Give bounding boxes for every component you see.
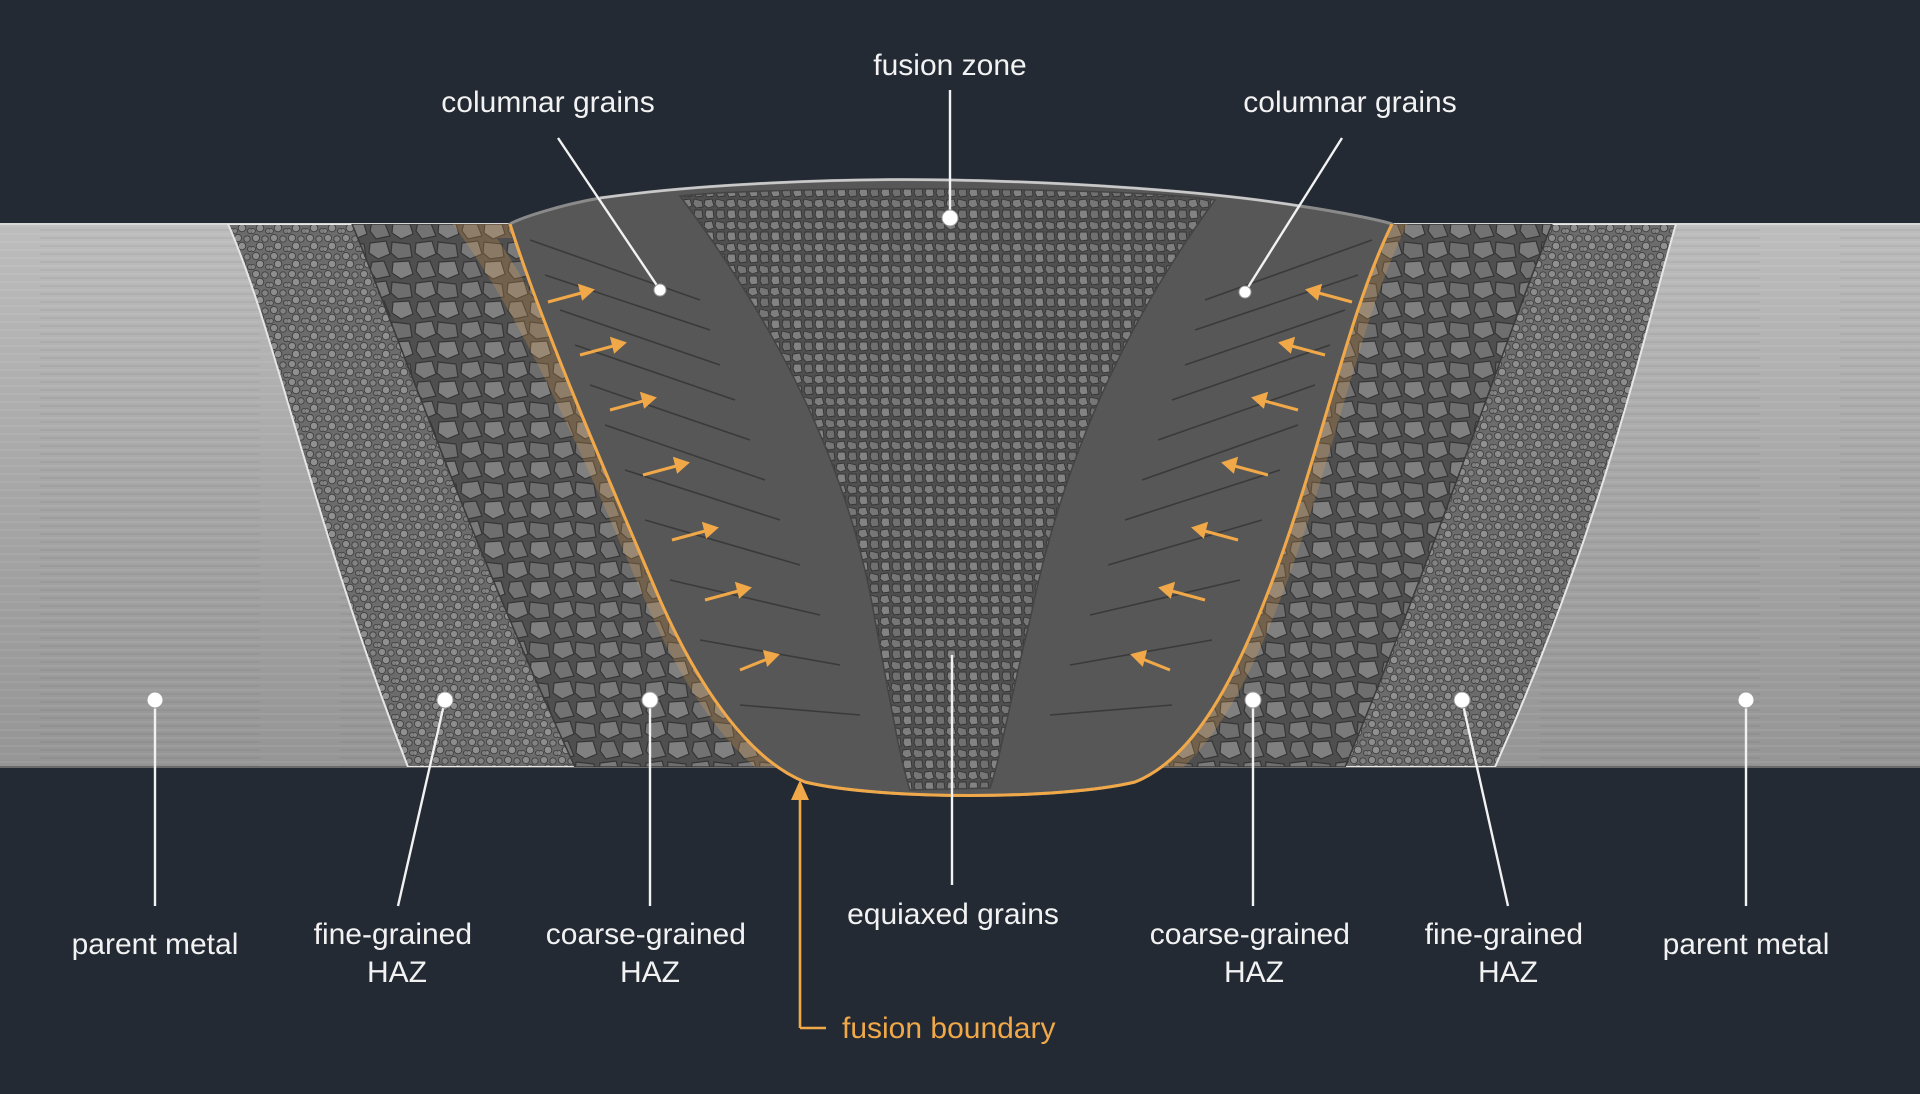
label-fusion-zone: fusion zone (873, 49, 1026, 82)
label-coarse-grained-haz-right: coarse-grained HAZ (1150, 918, 1358, 989)
grain-growth-arrows (547, 283, 1353, 672)
equiaxed-grains-region (678, 188, 1217, 791)
label-columnar-grains-right: columnar grains (1243, 86, 1456, 119)
label-columnar-grains-left: columnar grains (441, 86, 654, 119)
label-fusion-boundary: fusion boundary (842, 1012, 1056, 1045)
label-parent-metal-right: parent metal (1663, 928, 1830, 961)
label-coarse-grained-haz-left: coarse-grained HAZ (546, 918, 754, 989)
leader-lines (153, 90, 1748, 1030)
label-parent-metal-left: parent metal (72, 928, 239, 961)
label-fine-grained-haz-left: fine-grained HAZ (314, 918, 481, 989)
label-fine-grained-haz-right: fine-grained HAZ (1425, 918, 1592, 989)
marker-dots (146, 209, 1755, 709)
fusion-boundary-line (508, 223, 1394, 797)
label-equiaxed-grains: equiaxed grains (847, 898, 1059, 931)
